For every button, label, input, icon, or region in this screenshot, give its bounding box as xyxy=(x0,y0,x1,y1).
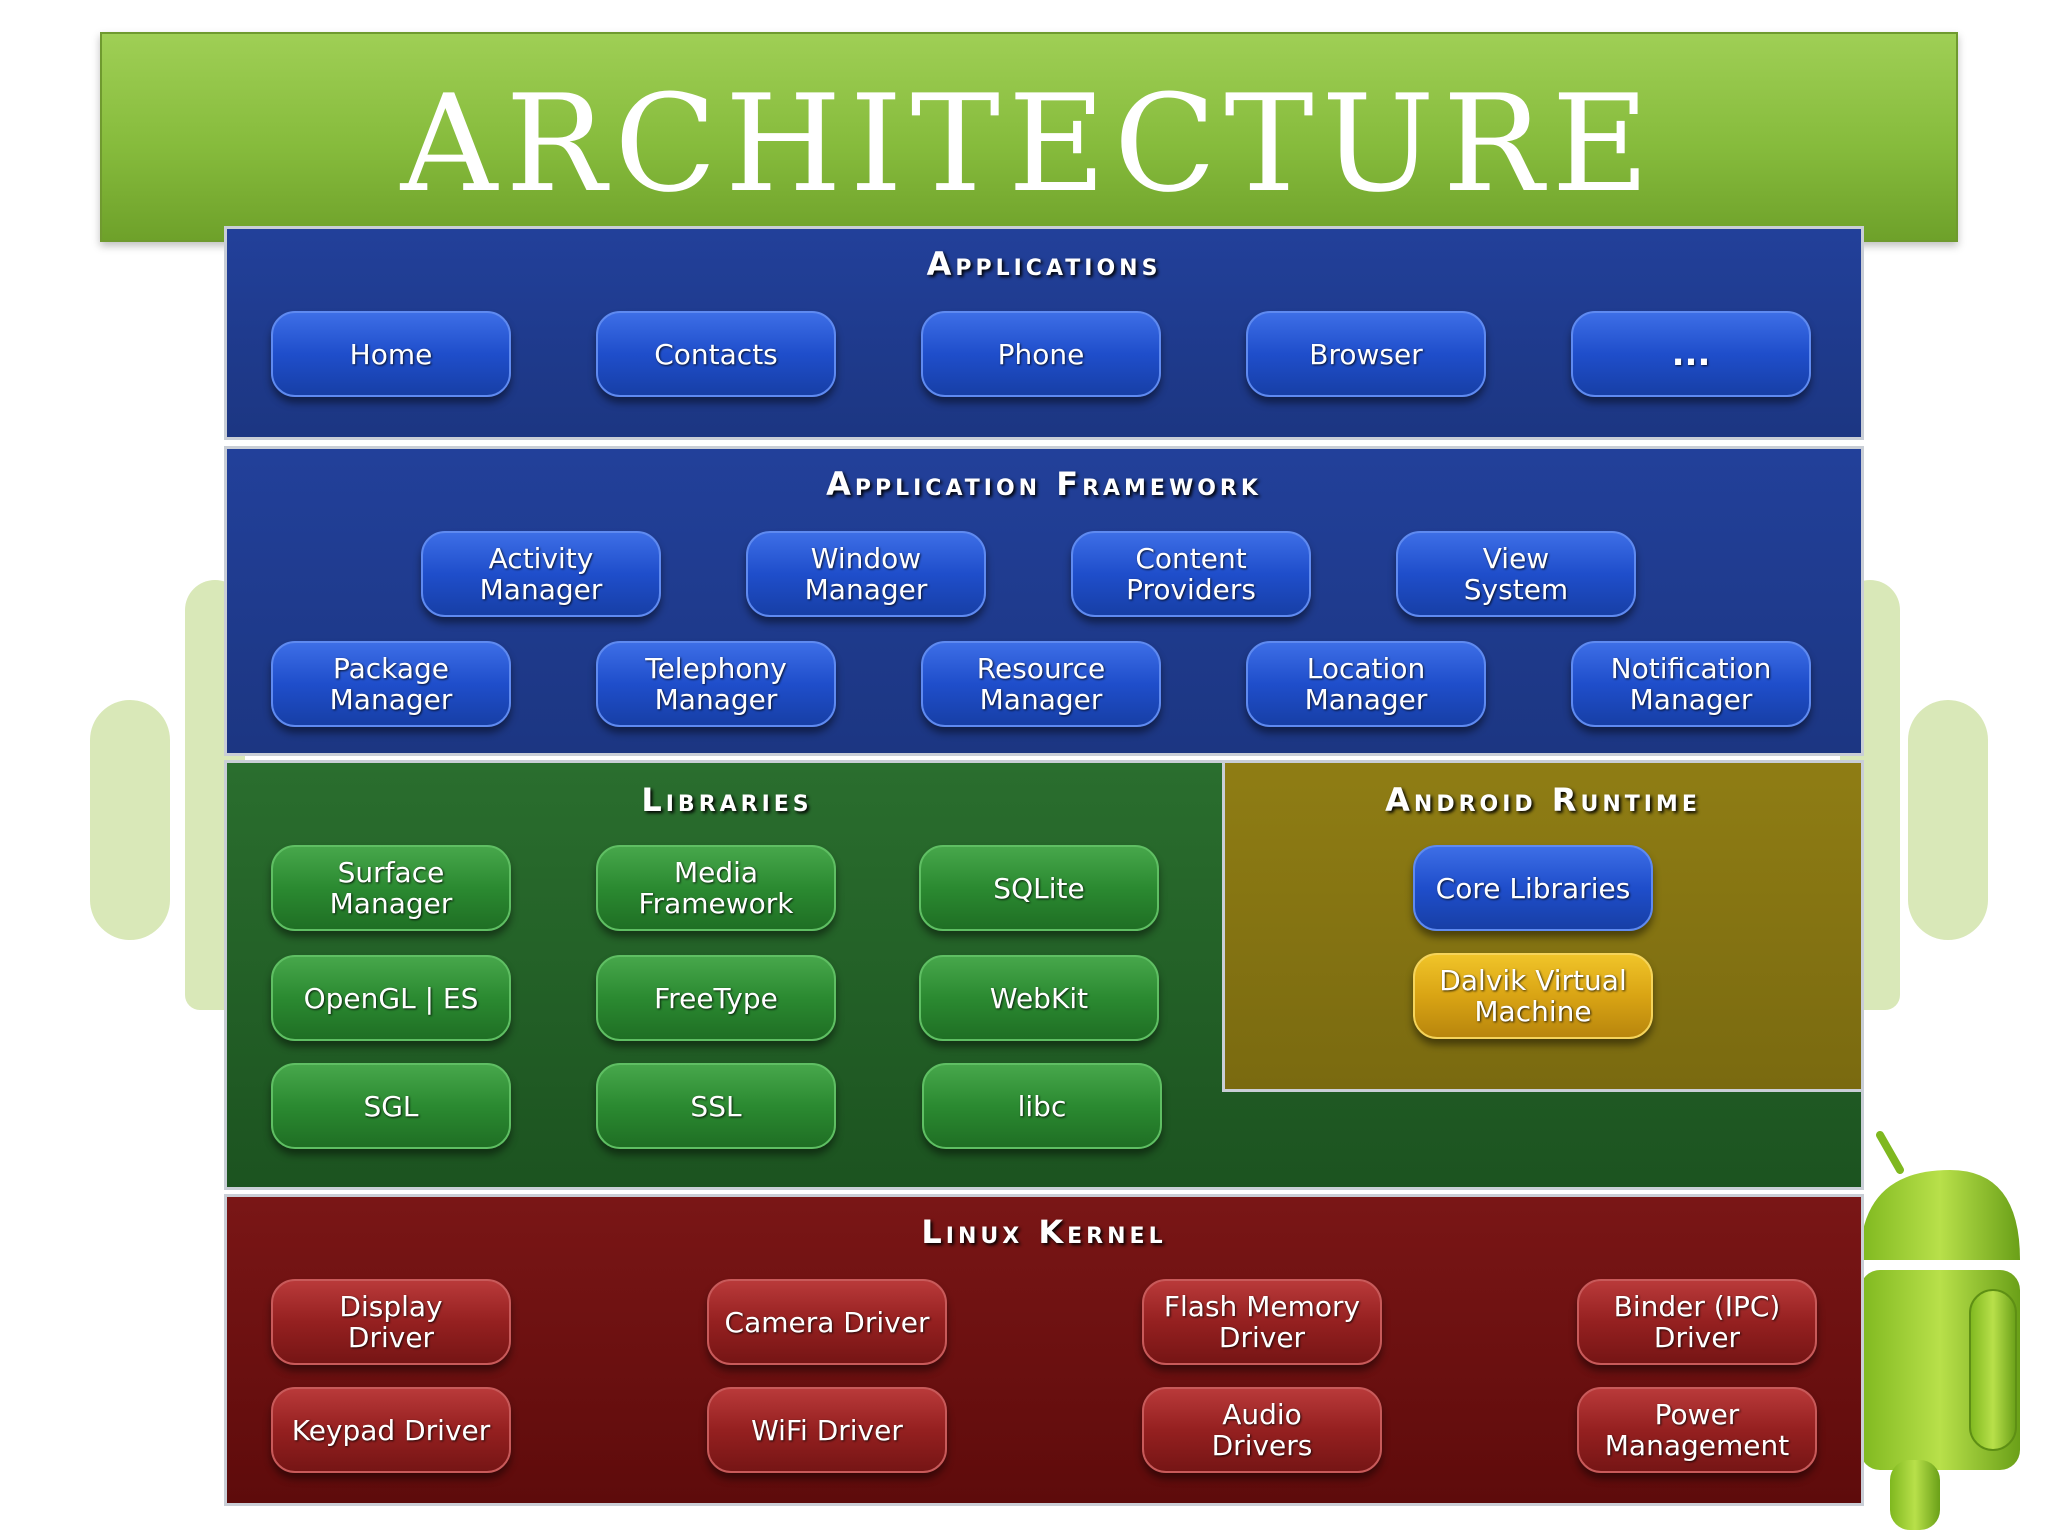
k-audio-drivers[interactable]: Audio Drivers xyxy=(1142,1387,1382,1473)
android-right-arm-decoration xyxy=(1908,700,1988,940)
applications-layer: Applications Home Contacts Phone Browser… xyxy=(224,226,1864,440)
kernel-layer: Linux Kernel Display Driver Camera Drive… xyxy=(224,1194,1864,1506)
fw-content-providers[interactable]: Content Providers xyxy=(1071,531,1311,617)
applications-title: Applications xyxy=(926,245,1162,283)
android-robot-icon xyxy=(1860,1131,2020,1530)
fw-location-manager[interactable]: Location Manager xyxy=(1246,641,1486,727)
banner-title: ARCHITECTURE xyxy=(400,66,1658,222)
app-phone[interactable]: Phone xyxy=(921,311,1161,397)
framework-title: Application Framework xyxy=(826,465,1262,503)
runtime-title: Android Runtime xyxy=(1385,781,1701,819)
lib-media-framework[interactable]: Media Framework xyxy=(596,845,836,931)
lib-sqlite[interactable]: SQLite xyxy=(919,845,1159,931)
fw-window-manager[interactable]: Window Manager xyxy=(746,531,986,617)
k-binder-ipc-driver[interactable]: Binder (IPC) Driver xyxy=(1577,1279,1817,1365)
lib-webkit[interactable]: WebKit xyxy=(919,955,1159,1041)
rt-core-libraries[interactable]: Core Libraries xyxy=(1413,845,1653,931)
fw-notification-manager[interactable]: Notification Manager xyxy=(1571,641,1811,727)
lib-sgl[interactable]: SGL xyxy=(271,1063,511,1149)
fw-telephony-manager[interactable]: Telephony Manager xyxy=(596,641,836,727)
k-camera-driver[interactable]: Camera Driver xyxy=(707,1279,947,1365)
app-contacts[interactable]: Contacts xyxy=(596,311,836,397)
k-power-management[interactable]: Power Management xyxy=(1577,1387,1817,1473)
android-left-arm-decoration xyxy=(90,700,170,940)
lib-surface-manager[interactable]: Surface Manager xyxy=(271,845,511,931)
lib-freetype[interactable]: FreeType xyxy=(596,955,836,1041)
k-wifi-driver[interactable]: WiFi Driver xyxy=(707,1387,947,1473)
fw-resource-manager[interactable]: Resource Manager xyxy=(921,641,1161,727)
fw-package-manager[interactable]: Package Manager xyxy=(271,641,511,727)
app-browser[interactable]: Browser xyxy=(1246,311,1486,397)
k-display-driver[interactable]: Display Driver xyxy=(271,1279,511,1365)
framework-layer: Application Framework Activity Manager W… xyxy=(224,446,1864,756)
app-more[interactable]: ... xyxy=(1571,311,1811,397)
rt-dalvik-vm[interactable]: Dalvik Virtual Machine xyxy=(1413,953,1653,1039)
lib-opengl-es[interactable]: OpenGL | ES xyxy=(271,955,511,1041)
k-flash-memory-driver[interactable]: Flash Memory Driver xyxy=(1142,1279,1382,1365)
title-banner: ARCHITECTURE xyxy=(100,32,1958,242)
fw-activity-manager[interactable]: Activity Manager xyxy=(421,531,661,617)
k-keypad-driver[interactable]: Keypad Driver xyxy=(271,1387,511,1473)
runtime-layer: Android Runtime Core Libraries Dalvik Vi… xyxy=(1222,760,1864,1092)
libraries-title: Libraries xyxy=(641,781,813,819)
lib-ssl[interactable]: SSL xyxy=(596,1063,836,1149)
app-home[interactable]: Home xyxy=(271,311,511,397)
fw-view-system[interactable]: View System xyxy=(1396,531,1636,617)
lib-libc[interactable]: libc xyxy=(922,1063,1162,1149)
kernel-title: Linux Kernel xyxy=(921,1213,1167,1251)
